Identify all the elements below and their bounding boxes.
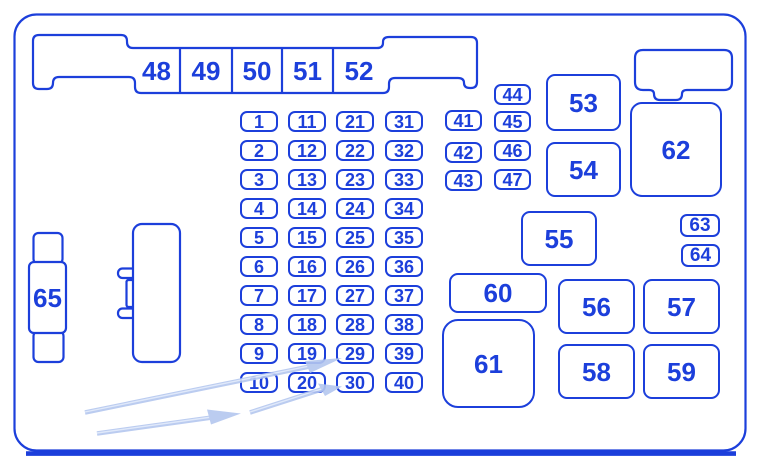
fuse-box-10: 10	[240, 372, 278, 393]
fuse-box-35: 35	[385, 227, 423, 248]
fuse-65-body	[27, 260, 68, 335]
strip-cell-50: 50	[242, 55, 272, 86]
fuse-box-31: 31	[385, 111, 423, 132]
strip-cell-48: 48	[142, 55, 171, 86]
fuse-box-4: 4	[240, 198, 278, 219]
fuse-box-33: 33	[385, 169, 423, 190]
fuse-65-label: 65	[33, 282, 62, 313]
fuse-box-46: 46	[494, 140, 531, 161]
fuse-box-1: 1	[240, 111, 278, 132]
relay-box-60: 60	[449, 273, 547, 313]
fuse-box-27: 27	[336, 285, 374, 306]
relay-box-57: 57	[643, 279, 720, 334]
outer-border	[13, 13, 747, 452]
fuse-box-47: 47	[494, 169, 531, 190]
relay-box-61: 61	[442, 319, 535, 408]
fuse-box-16: 16	[288, 256, 326, 277]
relay-box-55: 55	[521, 211, 597, 266]
relay-box-64: 64	[681, 244, 720, 267]
fuse-box-34: 34	[385, 198, 423, 219]
fuse-box-18: 18	[288, 314, 326, 335]
fuse-box-2: 2	[240, 140, 278, 161]
fuse-box-19: 19	[288, 343, 326, 364]
fuse-box-14: 14	[288, 198, 326, 219]
fuse-box-11: 11	[288, 111, 326, 132]
relay-box-59: 59	[643, 344, 720, 399]
relay-box-56: 56	[558, 279, 635, 334]
fuse-box-5: 5	[240, 227, 278, 248]
strip-cell-49: 49	[191, 55, 221, 86]
fuse-box-36: 36	[385, 256, 423, 277]
fuse-box-8: 8	[240, 314, 278, 335]
fuse-box-28: 28	[336, 314, 374, 335]
connector-body	[131, 222, 182, 364]
fuse-box-13: 13	[288, 169, 326, 190]
fuse-box-9: 9	[240, 343, 278, 364]
strip-cell-52: 52	[344, 55, 374, 86]
relay-box-54: 54	[546, 142, 621, 197]
fuse-box-37: 37	[385, 285, 423, 306]
fuse-box-26: 26	[336, 256, 374, 277]
fuse-box-22: 22	[336, 140, 374, 161]
fuse-box-15: 15	[288, 227, 326, 248]
fuse-box-25: 25	[336, 227, 374, 248]
fuse-65-bottom-cap	[32, 329, 65, 364]
mounting-tab-outline	[633, 48, 734, 102]
relay-box-53: 53	[546, 74, 621, 131]
fuse-box-45: 45	[494, 111, 531, 132]
fuse-box-41: 41	[445, 110, 482, 131]
fuse-box-6: 6	[240, 256, 278, 277]
fuse-box-21: 21	[336, 111, 374, 132]
relay-box-62: 62	[630, 102, 722, 197]
fuse-strip-outline	[31, 33, 479, 95]
fuse-box-23: 23	[336, 169, 374, 190]
fuse-box-3: 3	[240, 169, 278, 190]
fuse-box-12: 12	[288, 140, 326, 161]
strip-cell-51: 51	[293, 55, 322, 86]
relay-box-58: 58	[558, 344, 635, 399]
fuse-box-29: 29	[336, 343, 374, 364]
fuse-box-43: 43	[445, 170, 482, 191]
fuse-box-20: 20	[288, 372, 326, 393]
fuse-box-17: 17	[288, 285, 326, 306]
fuse-box-7: 7	[240, 285, 278, 306]
fuse-box-32: 32	[385, 140, 423, 161]
fuse-box-40: 40	[385, 372, 423, 393]
fuse-box-38: 38	[385, 314, 423, 335]
relay-box-63: 63	[680, 214, 720, 237]
fuse-65-top-cap	[32, 231, 64, 266]
fuse-box-42: 42	[445, 142, 482, 163]
fuse-box-30: 30	[336, 372, 374, 393]
fuse-box-44: 44	[494, 84, 531, 105]
fuse-box-24: 24	[336, 198, 374, 219]
fuse-box-39: 39	[385, 343, 423, 364]
